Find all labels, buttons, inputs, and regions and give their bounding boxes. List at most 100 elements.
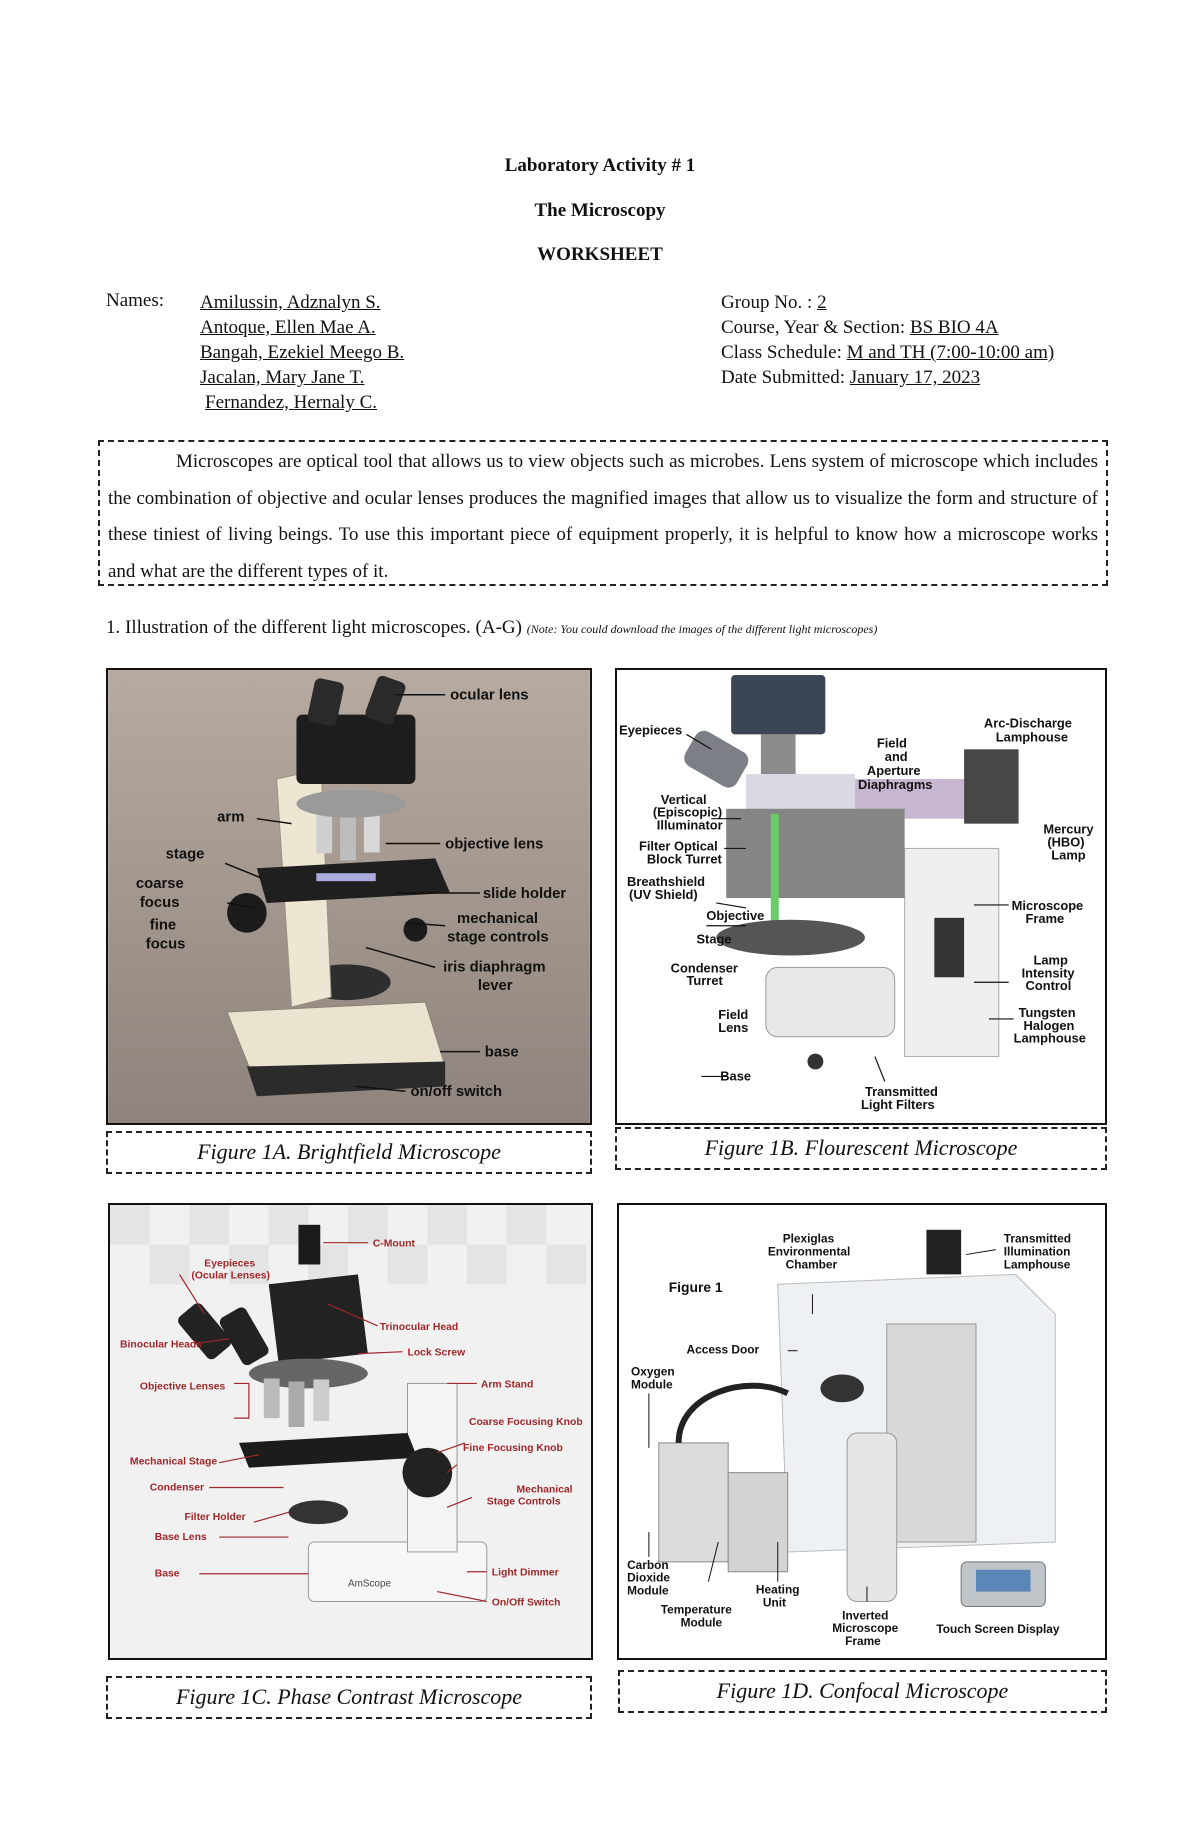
- label-access-door: Access Door: [687, 1343, 760, 1357]
- label-stage: Stage: [696, 932, 731, 947]
- label-lamphouse: Lamphouse: [996, 729, 1068, 744]
- label-illuminator: Illuminator: [657, 818, 723, 833]
- label-block-turret: Block Turret: [647, 851, 723, 866]
- label-lamphouse-2: Lamphouse: [1014, 1031, 1086, 1046]
- label-frame: Frame: [845, 1634, 881, 1648]
- question-text: 1. Illustration of the different light m…: [106, 617, 527, 638]
- course-value: BS BIO 4A: [909, 317, 999, 338]
- label-coarse: coarse: [136, 876, 184, 892]
- figure-1b-image: Eyepieces Field and Aperture Diaphragms …: [615, 668, 1107, 1125]
- course-label: Course, Year & Section:: [721, 317, 910, 338]
- label-field: Field: [877, 735, 907, 750]
- topic-title: The Microscopy: [534, 200, 666, 221]
- fluorescent-microscope-illustration: Eyepieces Field and Aperture Diaphragms …: [617, 670, 1105, 1123]
- date-label: Date Submitted:: [721, 367, 850, 388]
- label-light-filters: Light Filters: [861, 1097, 935, 1112]
- label-vertical: Vertical: [661, 792, 707, 807]
- label-unit: Unit: [763, 1595, 786, 1609]
- label-ocular-lens: ocular lens: [450, 688, 528, 704]
- label-dioxide: Dioxide: [627, 1571, 670, 1585]
- label-transmitted: Transmitted: [865, 1084, 938, 1099]
- activity-title: Laboratory Activity # 1: [504, 155, 696, 176]
- label-eyepieces: Eyepieces: [619, 722, 682, 737]
- label-heating: Heating: [756, 1583, 800, 1597]
- label-microscope: Microscope: [832, 1621, 898, 1635]
- label-fine-focusing-knob: Fine Focusing Knob: [463, 1443, 563, 1454]
- label-base: Base: [720, 1068, 751, 1083]
- label-touch-screen-display: Touch Screen Display: [936, 1622, 1060, 1636]
- label-base: base: [485, 1045, 519, 1061]
- label-frame: Frame: [1026, 911, 1065, 926]
- name-item: Amilussin, Adznalyn S.: [200, 292, 381, 313]
- label-mechanical-stage: Mechanical Stage: [130, 1457, 217, 1468]
- name-item: Fernandez, Hernaly C.: [205, 392, 377, 413]
- label-base-lens: Base Lens: [155, 1532, 207, 1543]
- label-lock-screw: Lock Screw: [407, 1348, 466, 1359]
- label-lamphouse: Lamphouse: [1004, 1257, 1071, 1271]
- label-coarse-focusing-knob: Coarse Focusing Knob: [469, 1417, 583, 1428]
- label-lamp: Lamp: [1051, 847, 1085, 862]
- label-lever: lever: [478, 978, 513, 994]
- date-row: Date Submitted: January 17, 2023: [721, 365, 1054, 390]
- label-field-lens-1: Field: [718, 1007, 748, 1022]
- group-label: Group No. :: [721, 292, 818, 313]
- label-episcopic: (Episcopic): [653, 805, 722, 820]
- label-mercury: Mercury: [1043, 822, 1094, 837]
- names-list: Amilussin, Adznalyn S. Antoque, Ellen Ma…: [200, 290, 404, 415]
- intro-box: Microscopes are optical tool that allows…: [98, 440, 1108, 586]
- label-stage: stage: [166, 846, 205, 862]
- group-row: Group No. : 2: [721, 290, 1054, 315]
- label-chamber: Chamber: [786, 1257, 838, 1271]
- label-eyepieces: Eyepieces: [204, 1258, 255, 1269]
- confocal-microscope-illustration: Figure 1 Plexiglas Environmental Chamber…: [619, 1205, 1105, 1658]
- brightfield-microscope-illustration: ocular lens arm stage objective lens coa…: [108, 670, 590, 1123]
- label-fine: fine: [150, 918, 176, 934]
- figure-1a-image: ocular lens arm stage objective lens coa…: [106, 668, 592, 1125]
- figure-1a-caption: Figure 1A. Brightfield Microscope: [106, 1131, 592, 1174]
- label-fine-focus: focus: [146, 937, 186, 953]
- label-on-off-switch: On/Off Switch: [492, 1597, 561, 1608]
- label-environmental: Environmental: [768, 1245, 850, 1259]
- label-temperature-module: Module: [681, 1615, 723, 1629]
- label-lamp-2: Lamp: [1033, 952, 1067, 967]
- label-carbon: Carbon: [627, 1558, 669, 1572]
- schedule-label: Class Schedule:: [721, 342, 847, 363]
- label-objective-lens: objective lens: [445, 836, 543, 852]
- label-tungsten: Tungsten: [1019, 1005, 1076, 1020]
- figure-1c-image: C-Mount Eyepieces (Ocular Lenses) Trinoc…: [108, 1203, 593, 1660]
- group-value: 2: [817, 292, 827, 313]
- label-arc-discharge: Arc-Discharge: [984, 715, 1072, 730]
- label-plexiglas: Plexiglas: [783, 1232, 835, 1246]
- label-mechanical: mechanical: [457, 911, 538, 927]
- label-mechanical: Mechanical: [517, 1484, 573, 1495]
- label-slide-holder: slide holder: [483, 886, 567, 902]
- label-on-off-switch: on/off switch: [410, 1084, 502, 1100]
- label-filter-holder: Filter Holder: [184, 1512, 245, 1523]
- label-field-lens-2: Lens: [718, 1020, 748, 1035]
- label-transmitted: Transmitted: [1004, 1232, 1071, 1246]
- label-uv-shield: (UV Shield): [629, 887, 698, 902]
- label-filter-optical: Filter Optical: [639, 838, 718, 853]
- label-inverted: Inverted: [842, 1608, 888, 1622]
- names-label: Names:: [106, 290, 165, 311]
- label-turret: Turret: [687, 973, 724, 988]
- label-condenser: Condenser: [150, 1482, 204, 1493]
- label-objective: Objective: [706, 908, 764, 923]
- group-info: Group No. : 2 Course, Year & Section: BS…: [721, 290, 1054, 390]
- label-microscope: Microscope: [1012, 898, 1084, 913]
- figure-1b-caption: Figure 1B. Flourescent Microscope: [615, 1127, 1107, 1170]
- amscope-brand: AmScope: [348, 1579, 391, 1590]
- label-objective-lenses: Objective Lenses: [140, 1381, 226, 1392]
- label-halogen: Halogen: [1024, 1018, 1075, 1033]
- label-arm-stand: Arm Stand: [481, 1379, 534, 1390]
- label-diaphragms: Diaphragms: [858, 777, 932, 792]
- label-hbo: (HBO): [1047, 834, 1084, 849]
- date-value: January 17, 2023: [849, 367, 981, 388]
- label-stage-controls: stage controls: [447, 930, 549, 946]
- label-figure-1: Figure 1: [669, 1279, 723, 1295]
- schedule-row: Class Schedule: M and TH (7:00-10:00 am): [721, 340, 1054, 365]
- label-coarse-focus: focus: [140, 895, 180, 911]
- label-base: Base: [155, 1569, 180, 1580]
- phase-contrast-microscope-illustration: C-Mount Eyepieces (Ocular Lenses) Trinoc…: [110, 1205, 591, 1658]
- label-intensity: Intensity: [1022, 965, 1076, 980]
